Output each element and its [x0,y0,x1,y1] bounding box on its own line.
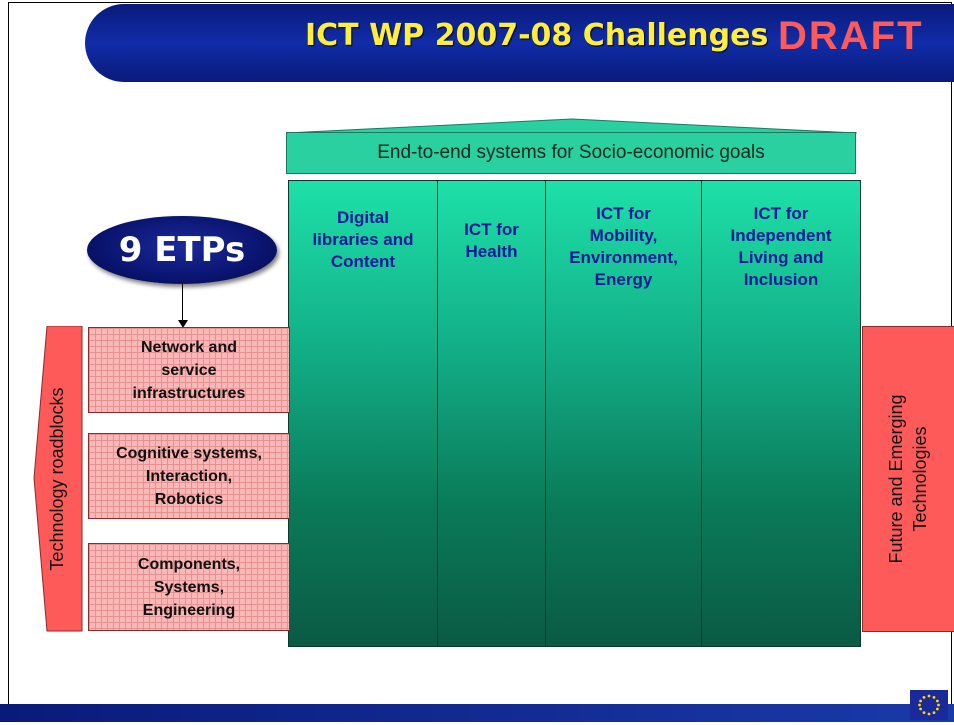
draft-label: DRAFT [778,14,924,58]
column-digital-libraries: Digital libraries and Content [288,180,438,647]
footer-bar [0,704,954,722]
eu-flag-icon [910,690,948,720]
technology-roadblocks-label: Technology roadblocks [47,387,67,571]
etps-label: 9 ETPs [118,230,246,270]
column-label: ICT for Independent Living and Inclusion [730,204,832,289]
etps-arrow-head [178,320,188,328]
future-emerging-technologies-box [862,326,954,632]
title-bar [85,4,954,82]
box-cognitive-systems: Cognitive systems, Interaction, Robotics [88,433,290,519]
column-label: ICT for Health [464,220,519,261]
column-ict-independent-living: ICT for Independent Living and Inclusion [701,180,861,647]
etps-arrow [182,282,183,324]
future-emerging-technologies-label: Future and Emerging Technologies [886,394,930,564]
column-label: ICT for Mobility, Environment, Energy [569,204,678,289]
box-network-infrastructures: Network and service infrastructures [88,327,290,413]
technology-roadblocks-arrow [33,326,83,632]
column-ict-mobility: ICT for Mobility, Environment, Energy [545,180,702,647]
column-label: Digital libraries and Content [312,208,414,271]
etps-ellipse: 9 ETPs [87,216,277,284]
box-components-systems: Components, Systems, Engineering [88,543,290,631]
socio-economic-goals-band: End-to-end systems for Socio-economic go… [286,132,856,174]
slide-title: ICT WP 2007-08 Challenges [305,18,769,53]
column-ict-health: ICT for Health [437,180,546,647]
